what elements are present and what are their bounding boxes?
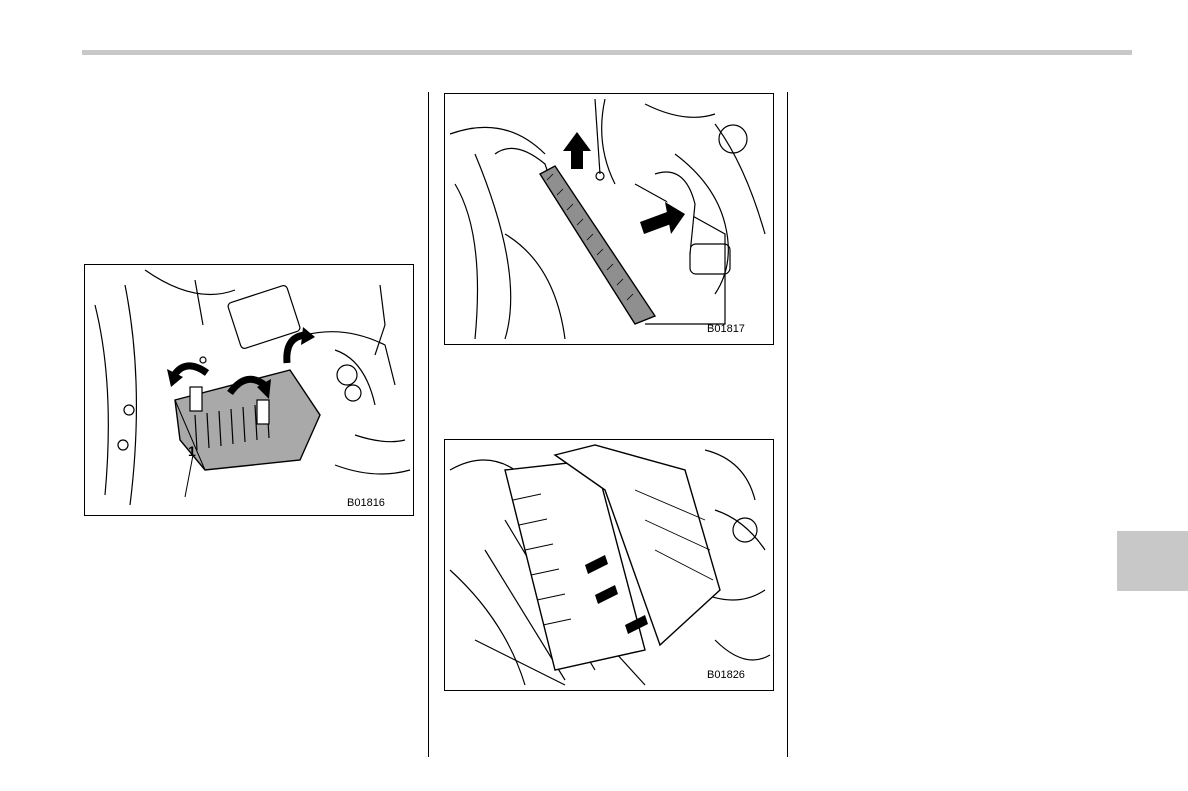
figure-air-cleaner-cover-clips: 1 B01816: [84, 264, 414, 516]
figure-code: B01817: [707, 323, 745, 335]
header-rule: [82, 50, 1132, 55]
figure-code: B01816: [347, 497, 385, 509]
figure-remove-element: B01817: [444, 93, 774, 345]
chapter-tab: [1117, 531, 1188, 591]
figure-install-cover: B01826: [444, 439, 774, 691]
cover-installation-illustration: [445, 440, 773, 690]
callout-label: 1: [188, 443, 196, 459]
element-removal-illustration: [445, 94, 773, 344]
figure-code: B01826: [707, 669, 745, 681]
air-cleaner-cover-illustration: [85, 265, 413, 515]
column-divider-left: [428, 92, 429, 757]
column-divider-right: [787, 92, 788, 757]
